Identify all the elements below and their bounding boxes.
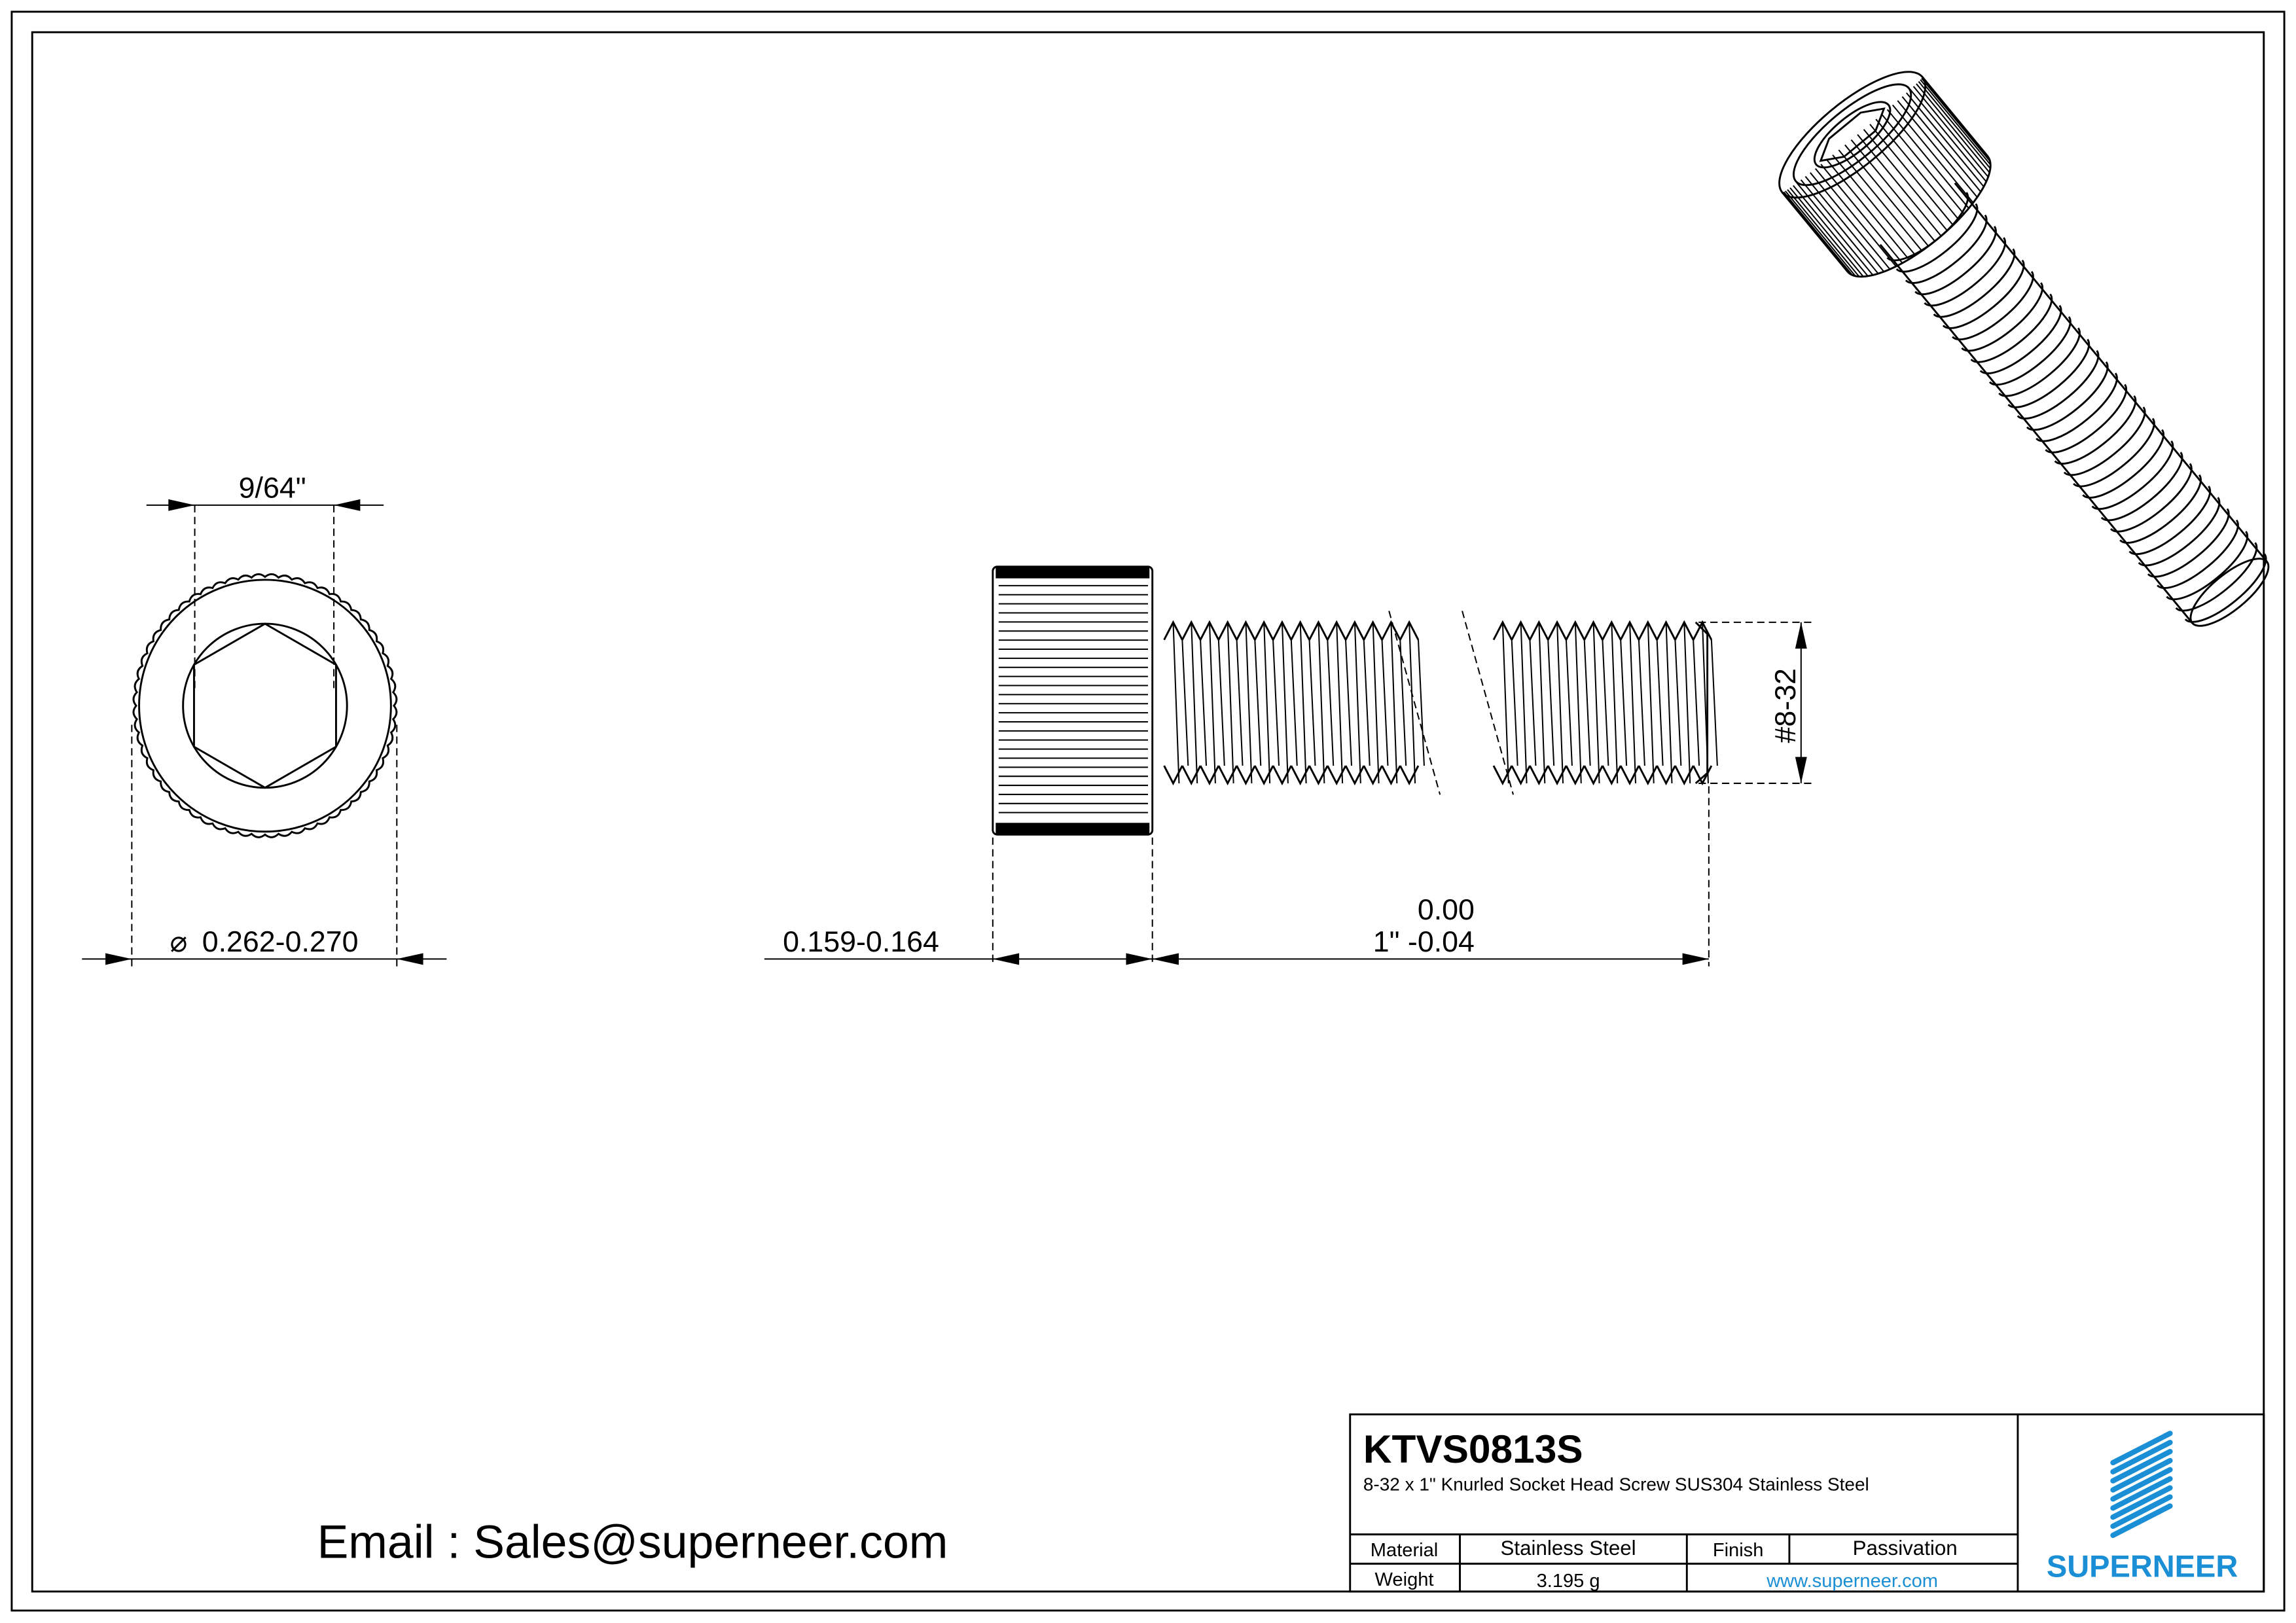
side-view: 0.159-0.164 0.00 1" -0.04 #8-32 bbox=[764, 565, 1812, 967]
weight-label: Weight bbox=[1375, 1569, 1434, 1590]
thread-size-dimension: #8-32 bbox=[1769, 668, 1802, 743]
thread-section-left bbox=[1163, 620, 1425, 786]
logo-text: SUPERNEER bbox=[2047, 1549, 2238, 1584]
website-link[interactable]: www.superneer.com bbox=[1766, 1571, 1938, 1592]
part-number: KTVS0813S bbox=[1363, 1427, 1583, 1471]
thread-section-right bbox=[1492, 620, 1718, 786]
part-description: 8-32 x 1" Knurled Socket Head Screw SUS3… bbox=[1363, 1474, 1869, 1495]
front-view: 9/64" ⌀ 0.262-0.270 bbox=[82, 472, 447, 967]
weight-value: 3.195 g bbox=[1537, 1571, 1600, 1592]
length-dimension: 1" -0.04 bbox=[1373, 925, 1475, 958]
material-label: Material bbox=[1371, 1540, 1438, 1561]
hex-socket bbox=[192, 622, 337, 789]
length-upper-tolerance: 0.00 bbox=[1418, 893, 1475, 926]
head-height-dimension: 0.159-0.164 bbox=[783, 925, 939, 958]
material-value: Stainless Steel bbox=[1501, 1537, 1636, 1560]
finish-label: Finish bbox=[1713, 1540, 1764, 1561]
outer-border bbox=[10, 10, 2286, 1612]
finish-value: Passivation bbox=[1853, 1537, 1958, 1560]
head-diameter-dimension: 0.262-0.270 bbox=[202, 925, 359, 958]
title-block: KTVS0813S 8-32 x 1" Knurled Socket Head … bbox=[1349, 1413, 2265, 1593]
inner-border bbox=[31, 31, 2265, 1593]
knurled-head-outline bbox=[132, 573, 398, 838]
socket-width-dimension: 9/64" bbox=[239, 472, 306, 505]
socket-circle bbox=[182, 622, 348, 789]
superneer-logo-icon bbox=[2110, 1431, 2173, 1539]
isometric-view bbox=[1778, 71, 2270, 627]
diameter-symbol: ⌀ bbox=[170, 925, 188, 958]
contact-email: Email : Sales@superneer.com bbox=[317, 1516, 948, 1568]
